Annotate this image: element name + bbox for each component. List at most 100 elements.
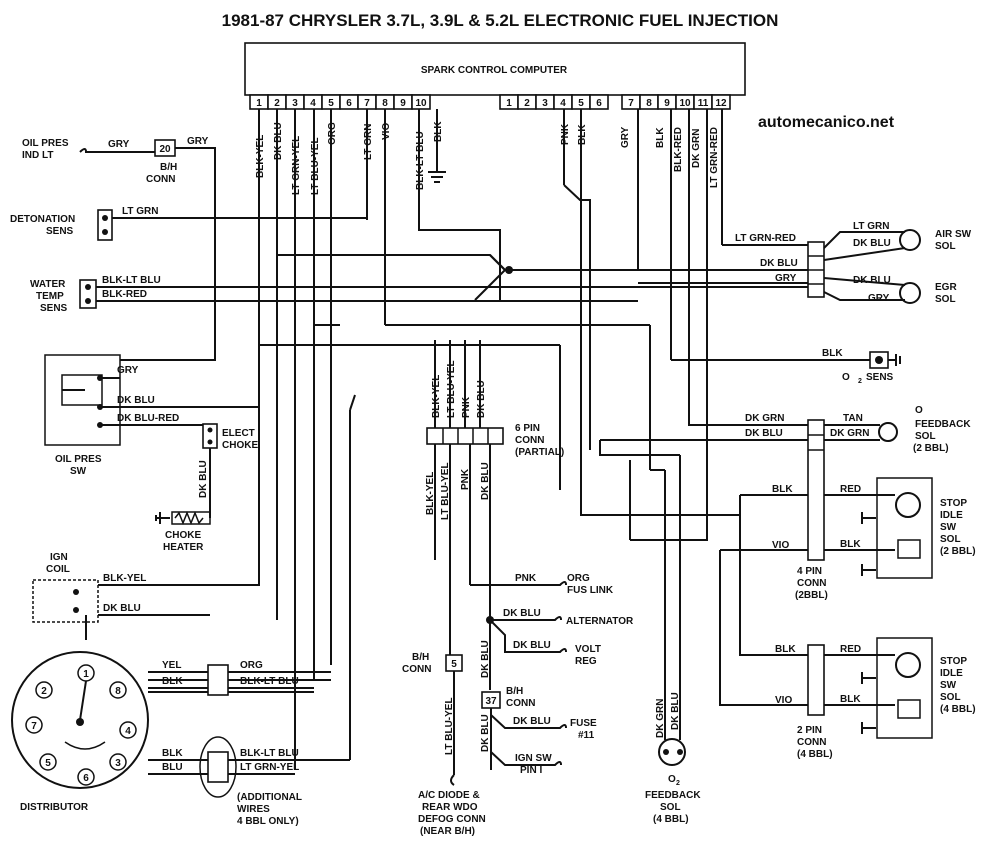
svg-text:2: 2	[676, 780, 680, 787]
label-pnk: PNK	[560, 123, 571, 145]
dist-terminal-8: 8	[115, 686, 121, 697]
svg-text:(4 BBL): (4 BBL)	[653, 814, 689, 825]
svg-text:O: O	[915, 405, 923, 416]
svg-text:(4 BBL): (4 BBL)	[797, 749, 833, 760]
o2-feedback-sol-2bbl: DK GRN DK BLU TAN DK GRN O FEEDBACK SOL …	[600, 200, 971, 561]
svg-text:STOP: STOP	[940, 498, 967, 509]
svg-text:GRY: GRY	[117, 365, 139, 376]
svg-text:CONN: CONN	[797, 578, 826, 589]
svg-text:SOL: SOL	[915, 431, 936, 442]
svg-text:(PARTIAL): (PARTIAL)	[515, 447, 564, 458]
svg-text:(4 BBL): (4 BBL)	[940, 704, 976, 715]
svg-text:CONN: CONN	[797, 737, 826, 748]
svg-text:2 PIN: 2 PIN	[797, 725, 822, 736]
ign-coil: IGN COIL BLK-YEL DK BLU	[32, 552, 260, 640]
svg-text:CHOKE: CHOKE	[165, 530, 201, 541]
svg-text:GRY: GRY	[108, 139, 130, 150]
svg-text:IGN: IGN	[50, 552, 68, 563]
b-pin-1: 1	[506, 98, 512, 109]
label-lt-grn-red: LT GRN-RED	[709, 127, 720, 188]
six-pin-conn: BLK-YEL LT BLU-YEL PNK DK BLU BLK-YEL LT…	[425, 340, 564, 655]
b-pin-4: 4	[560, 98, 566, 109]
svg-text:BLK-YEL: BLK-YEL	[425, 472, 436, 515]
label-dk-grn: DK GRN	[691, 129, 702, 168]
a-pin-5: 5	[328, 98, 334, 109]
svg-text:SENS: SENS	[866, 372, 894, 383]
oil-pres-switch: GRY DK BLU DK BLU-RED OIL PRES SW	[44, 354, 259, 477]
svg-text:ELECT: ELECT	[222, 428, 255, 439]
svg-text:CHOKE: CHOKE	[222, 440, 258, 451]
svg-text:SOL: SOL	[660, 802, 681, 813]
ground-symbol	[428, 165, 446, 183]
svg-text:OIL PRES: OIL PRES	[22, 138, 69, 149]
svg-text:IND LT: IND LT	[22, 150, 53, 161]
svg-text:#11: #11	[578, 730, 595, 741]
svg-text:CONN: CONN	[402, 664, 431, 675]
oil-pres-ind-lt: OIL PRES IND LT GRY 20 B/H CONN GRY	[22, 136, 216, 361]
wire-labels-top: BLK-YEL DK BLU LT GRN-YEL LT BLU-YEL ORG…	[255, 121, 720, 195]
svg-text:REG: REG	[575, 656, 597, 667]
svg-text:DK GRN: DK GRN	[830, 428, 869, 439]
a-pin-box-10	[411, 94, 431, 110]
svg-text:2: 2	[858, 378, 862, 385]
c-pin-9: 9	[664, 98, 670, 109]
svg-text:4 BBL ONLY): 4 BBL ONLY)	[237, 816, 299, 827]
svg-text:BLK: BLK	[840, 694, 861, 705]
computer-wires	[258, 109, 723, 770]
c-pin-8: 8	[646, 98, 652, 109]
svg-text:DK BLU: DK BLU	[198, 460, 209, 498]
c-pin-7: 7	[628, 98, 634, 109]
alternator: DK BLU ALTERNATOR DK BLU VOLT REG DK BLU	[480, 608, 634, 690]
a-pin-3: 3	[292, 98, 298, 109]
a-pin-7: 7	[364, 98, 370, 109]
svg-text:LT GRN: LT GRN	[122, 206, 158, 217]
c-pin-11: 11	[698, 98, 709, 109]
svg-text:YEL: YEL	[162, 660, 181, 671]
svg-text:IDLE: IDLE	[940, 668, 963, 679]
svg-text:DK BLU: DK BLU	[103, 603, 141, 614]
svg-text:BLK-LT BLU: BLK-LT BLU	[240, 748, 299, 759]
a-pin-6: 6	[346, 98, 352, 109]
dist-terminal-3: 3	[115, 758, 121, 769]
spark-control-computer: SPARK CONTROL COMPUTER	[244, 42, 746, 96]
svg-text:DK BLU: DK BLU	[480, 462, 491, 500]
dist-terminal-4: 4	[125, 726, 131, 737]
svg-text:B/H: B/H	[412, 652, 429, 663]
c-pin-12: 12	[715, 98, 727, 109]
label-lt-grn: LT GRN	[363, 124, 374, 160]
a-pin-10: 10	[415, 98, 427, 109]
svg-text:HEATER: HEATER	[163, 542, 204, 553]
svg-text:5: 5	[451, 659, 457, 670]
bh-conn-5: 5 B/H CONN LT BLU-YEL A/C DIODE & REAR W…	[402, 652, 486, 837]
svg-text:BLK: BLK	[775, 644, 796, 655]
air-egr-conn: LT GRN-RED DK BLU GRY LT GRN DK BLU DK B…	[638, 221, 972, 305]
svg-text:(2 BBL): (2 BBL)	[940, 546, 976, 557]
svg-text:O: O	[842, 372, 850, 383]
svg-text:COIL: COIL	[46, 564, 70, 575]
svg-text:AIR SW: AIR SW	[935, 229, 972, 240]
svg-text:PNK: PNK	[460, 468, 471, 490]
svg-text:B/H: B/H	[506, 686, 523, 697]
diagram-title: 1981-87 CHRYSLER 3.7L, 3.9L & 5.2L ELECT…	[222, 11, 779, 30]
a-pin-8: 8	[382, 98, 388, 109]
elect-choke: ELECT CHOKE DK BLU CHOKE HEATER	[155, 423, 258, 553]
svg-text:ORG: ORG	[567, 573, 590, 584]
svg-text:DK BLU: DK BLU	[480, 714, 491, 752]
svg-text:IDLE: IDLE	[940, 510, 963, 521]
svg-text:37: 37	[485, 696, 497, 707]
svg-text:LT BLU-YEL: LT BLU-YEL	[440, 462, 451, 520]
svg-text:SOL: SOL	[940, 534, 961, 545]
svg-text:SW: SW	[70, 466, 87, 477]
svg-text:SW: SW	[940, 522, 957, 533]
dist-terminal-7: 7	[31, 721, 37, 732]
svg-text:DK GRN: DK GRN	[655, 699, 666, 738]
svg-text:DISTRIBUTOR: DISTRIBUTOR	[20, 802, 89, 813]
svg-text:BLK: BLK	[840, 539, 861, 550]
label-blk-yel: BLK-YEL	[255, 135, 266, 178]
a-pin-4: 4	[310, 98, 316, 109]
